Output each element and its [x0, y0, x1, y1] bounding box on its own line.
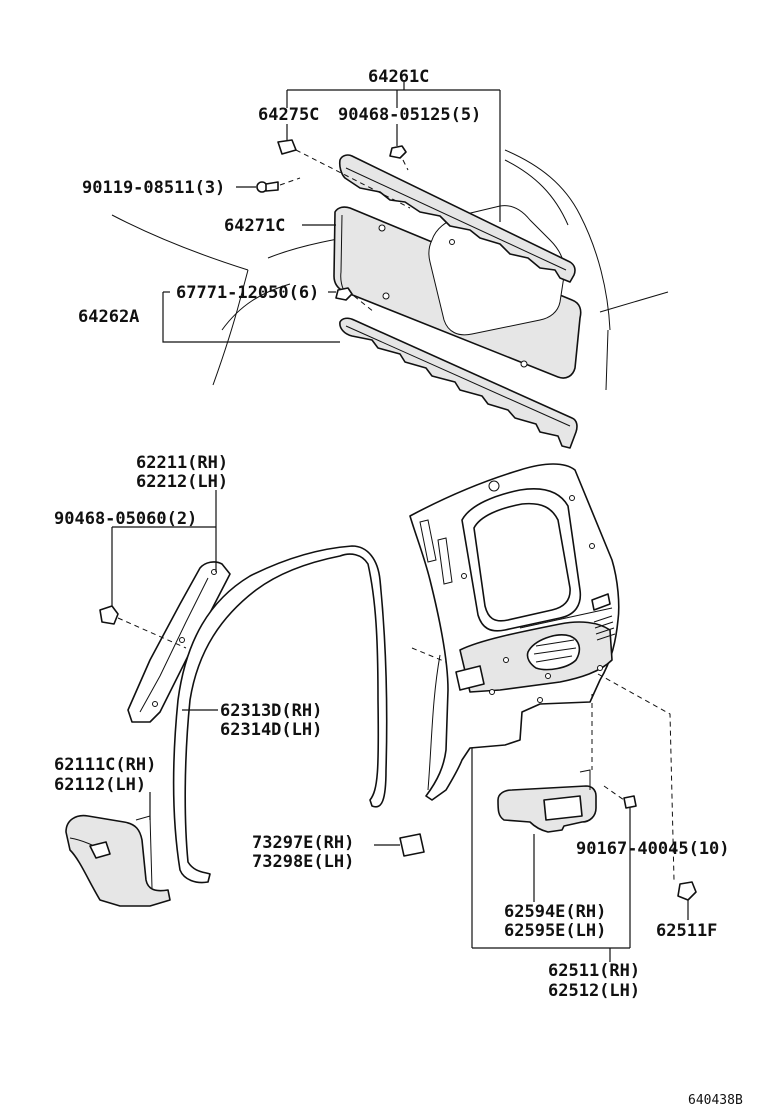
- label-73297e: 73297E(RH): [252, 833, 354, 853]
- label-62111c: 62111C(RH): [54, 755, 156, 775]
- vehicle-body-outline: [111, 149, 669, 391]
- figure-code: 640438B: [688, 1093, 743, 1108]
- label-62511f: 62511F: [656, 921, 717, 941]
- label-90468-05125: 90468-05125(5): [338, 105, 481, 125]
- lower-garnish-64262a: [339, 317, 578, 449]
- label-62594e: 62594E(RH): [504, 902, 606, 922]
- label-62212: 62212(LH): [136, 472, 228, 492]
- label-62512: 62512(LH): [548, 981, 640, 1001]
- label-67771-12050: 67771-12050(6): [176, 283, 319, 303]
- screw-90119-08511-icon: [256, 181, 279, 193]
- label-64271c: 64271C: [224, 216, 285, 236]
- label-64275c: 64275C: [258, 105, 319, 125]
- quarter-trim-panel: [409, 463, 620, 801]
- upper-trim-panel-64271c: [333, 205, 582, 379]
- label-62595e: 62595E(LH): [504, 921, 606, 941]
- label-73298e: 73298E(LH): [252, 852, 354, 872]
- clip-90468-05060-icon: [99, 605, 119, 625]
- label-90119-08511: 90119-08511(3): [82, 178, 225, 198]
- pocket-62594e: [497, 769, 597, 833]
- label-62511: 62511(RH): [548, 961, 640, 981]
- clip-64275c-icon: [277, 139, 297, 155]
- pillar-clip-dash: [117, 617, 187, 649]
- clip-67771-12050-icon: [335, 287, 353, 301]
- clip-62511f-icon: [677, 881, 697, 901]
- label-90167-40045: 90167-40045(10): [576, 839, 730, 859]
- weatherstrip-62313d: [172, 545, 388, 884]
- label-64261c: 64261C: [368, 67, 429, 87]
- label-64262a: 64262A: [78, 307, 139, 327]
- clip-90468-05125-icon: [389, 145, 407, 159]
- pillar-garnish-62211: [127, 561, 231, 723]
- clip-73297e-icon: [399, 833, 425, 857]
- upper-mount-dash-lines: [279, 149, 411, 313]
- upper-leaders: [162, 82, 501, 343]
- label-62314d: 62314D(LH): [220, 720, 322, 740]
- label-62211: 62211(RH): [136, 453, 228, 473]
- screw-90167-40045-icon: [623, 795, 637, 809]
- upper-garnish-64261c: [338, 154, 576, 283]
- label-62313d: 62313D(RH): [220, 701, 322, 721]
- lower-mount-dash-lines: [411, 647, 675, 881]
- lower-leaders: [111, 490, 689, 962]
- label-90468-05060: 90468-05060(2): [54, 509, 197, 529]
- lower-trim-62111c: [65, 814, 171, 907]
- label-62112: 62112(LH): [54, 775, 146, 795]
